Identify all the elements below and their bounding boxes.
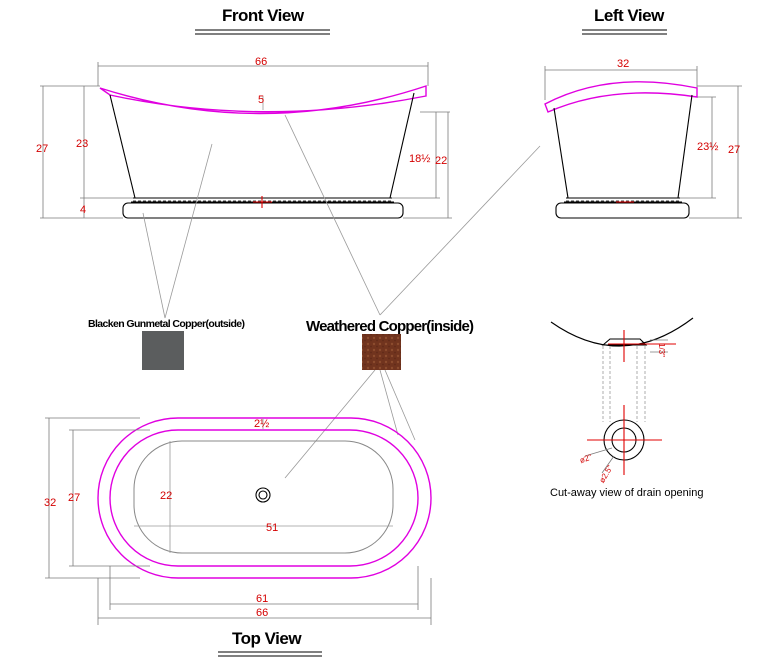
top-basin-floor xyxy=(133,440,394,554)
front-inner-total-dim: 22 xyxy=(435,155,447,167)
top-outer-rim xyxy=(97,417,432,579)
front-base-height-dim: 4 xyxy=(80,204,86,216)
front-center-depth-dim: 5 xyxy=(258,94,264,106)
drain-cutaway: 1/3" ø2" ø2.5" Cut-away view of drain op… xyxy=(550,317,703,499)
top-basin-length-dim: 51 xyxy=(266,522,278,534)
inside-material-label: Weathered Copper(inside) xyxy=(306,318,474,335)
drain-dim-a: ø2" xyxy=(579,452,594,465)
front-view: 66 5 27 23 4 18½ 22 xyxy=(36,56,452,219)
left-body-height-dim: 23½ xyxy=(697,141,718,153)
left-view-title: Left View xyxy=(582,6,667,35)
top-drain-inner xyxy=(258,490,268,500)
top-outer-width-dim: 32 xyxy=(44,497,56,509)
top-view: 2½ 22 51 32 27 61 66 xyxy=(44,417,432,625)
top-drain-outer xyxy=(255,487,271,503)
top-length-61-dim: 61 xyxy=(256,593,268,605)
top-view-title: Top View xyxy=(218,629,322,657)
drain-caption: Cut-away view of drain opening xyxy=(550,487,703,499)
front-view-label: Front View xyxy=(222,6,305,25)
front-body-right xyxy=(389,92,415,199)
top-rim-dim: 2½ xyxy=(254,418,269,430)
left-total-height-dim: 27 xyxy=(728,144,740,156)
left-view: 32 23½ 27 xyxy=(544,58,742,219)
front-rim xyxy=(99,85,427,115)
front-total-height-dim: 27 xyxy=(36,143,48,155)
outside-material-label: Blacken Gunmetal Copper(outside) xyxy=(88,318,245,330)
front-drain-marker xyxy=(253,196,272,208)
top-inner-rim xyxy=(109,429,419,567)
front-width-dim: 66 xyxy=(255,56,267,68)
material-outside: Blacken Gunmetal Copper(outside) xyxy=(88,318,245,370)
leader-lines xyxy=(142,114,541,479)
left-base-plinth xyxy=(555,202,690,219)
drain-dim-b: ø2.5" xyxy=(597,464,614,485)
top-view-label: Top View xyxy=(232,629,302,648)
top-inner-width-dim: 27 xyxy=(68,492,80,504)
top-basin-width-dim: 22 xyxy=(160,490,172,502)
front-body-height-dim: 23 xyxy=(76,138,88,150)
left-body-right xyxy=(677,94,693,199)
material-inside: Weathered Copper(inside) xyxy=(306,318,475,370)
top-length-66-dim: 66 xyxy=(256,607,268,619)
left-rim xyxy=(544,81,698,113)
left-body-left xyxy=(553,107,569,199)
drain-depth-dim: 1/3" xyxy=(657,343,666,357)
front-inner-height-dim: 18½ xyxy=(409,153,430,165)
front-body-left xyxy=(109,94,136,199)
outside-material-swatch xyxy=(142,331,184,370)
front-view-title: Front View xyxy=(195,6,330,35)
front-base-plinth xyxy=(122,202,404,219)
left-view-label: Left View xyxy=(594,6,665,25)
left-width-dim: 32 xyxy=(617,58,629,70)
drain-basin-curve xyxy=(550,317,694,347)
